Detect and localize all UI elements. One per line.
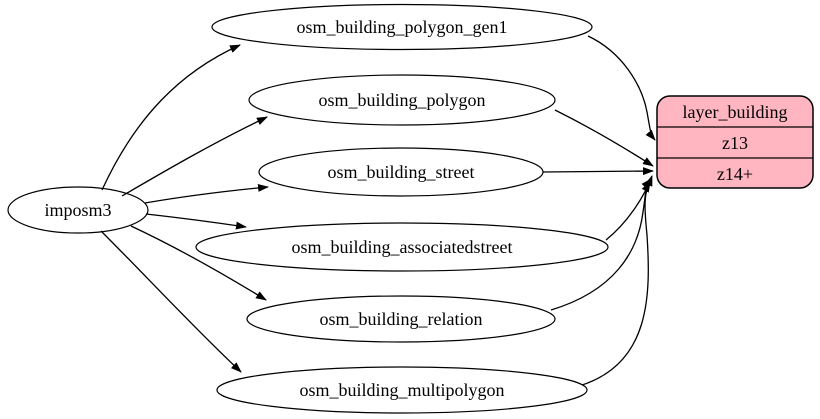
edge-imposm3-to-relation xyxy=(130,225,267,301)
edge-imposm3-to-associatedstreet xyxy=(145,213,247,230)
edge-polygon-to-z14 xyxy=(554,109,654,167)
polygon-ellipse xyxy=(248,74,556,126)
edge-polygon-gen1-to-z13 xyxy=(587,35,656,141)
imposm3-ellipse xyxy=(7,186,149,234)
node-osm-building-relation: osm_building_relation xyxy=(246,295,556,343)
node-osm-building-polygon-gen1: osm_building_polygon_gen1 xyxy=(211,3,593,51)
edge-imposm3-to-polygon-gen1 xyxy=(101,44,241,191)
layer-building-box xyxy=(656,95,814,189)
node-imposm3: imposm3 xyxy=(7,186,149,234)
relation-label: osm_building_relation xyxy=(320,309,483,329)
edge-street-to-z14 xyxy=(542,167,654,176)
edge-imposm3-to-multipolygon xyxy=(100,230,242,373)
polygon-gen1-label: osm_building_polygon_gen1 xyxy=(297,17,508,37)
multipolygon-ellipse xyxy=(216,366,588,414)
multipolygon-label: osm_building_multipolygon xyxy=(299,380,504,400)
node-osm-building-multipolygon: osm_building_multipolygon xyxy=(216,366,588,414)
node-osm-building-associatedstreet: osm_building_associatedstreet xyxy=(195,222,609,272)
relation-ellipse xyxy=(246,295,556,343)
node-osm-building-polygon: osm_building_polygon xyxy=(248,74,556,126)
edge-imposm3-to-polygon xyxy=(121,116,268,197)
associatedstreet-label: osm_building_associatedstreet xyxy=(292,237,513,257)
edge-imposm3-to-street xyxy=(144,183,269,204)
edge-multipolygon-to-z14 xyxy=(581,181,651,386)
imposm3-label: imposm3 xyxy=(44,200,111,220)
street-label: osm_building_street xyxy=(328,162,475,182)
node-layer-building: layer_building z13 z14+ xyxy=(656,95,814,189)
layer-building-row-z14: z14+ xyxy=(717,164,753,184)
node-osm-building-street: osm_building_street xyxy=(258,147,544,197)
layer-building-title: layer_building xyxy=(683,102,788,122)
polygon-gen1-ellipse xyxy=(211,3,593,51)
associatedstreet-ellipse xyxy=(195,222,609,272)
polygon-label: osm_building_polygon xyxy=(318,90,485,110)
layer-building-row-z13: z13 xyxy=(722,133,748,153)
